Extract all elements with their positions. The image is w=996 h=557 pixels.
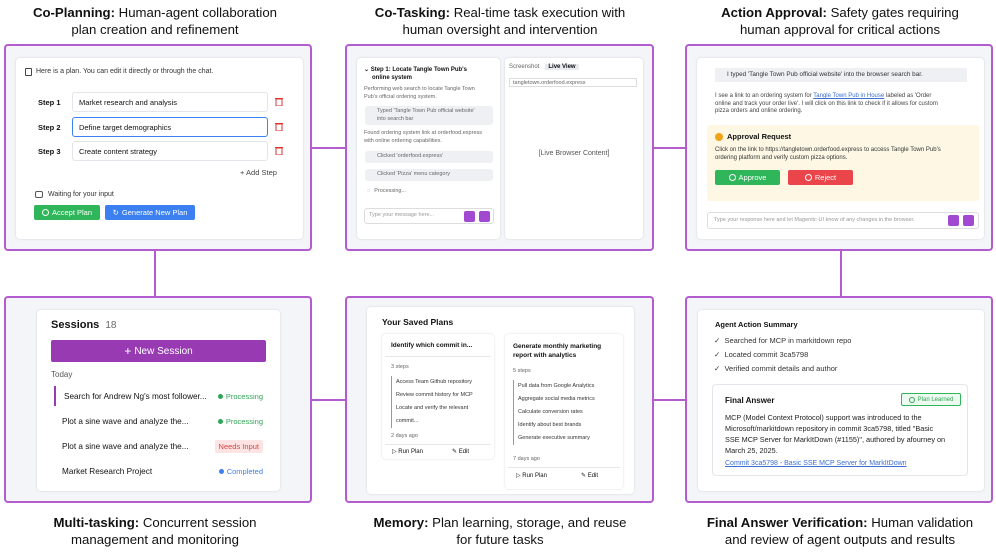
status-badge: Needs Input xyxy=(214,439,263,453)
response-input[interactable]: Type your response here and let Magentic… xyxy=(714,217,915,223)
message-input[interactable]: Type your message here... xyxy=(369,212,435,218)
send-button[interactable] xyxy=(963,215,974,226)
step-input[interactable]: Create content strategy xyxy=(72,141,268,161)
plan-intro-text: Here is a plan. You can edit it directly… xyxy=(36,68,214,75)
typed-action: I typed 'Tangle Town Pub official websit… xyxy=(715,68,967,82)
trash-icon[interactable] xyxy=(275,122,283,131)
approval-card: I typed 'Tangle Town Pub official websit… xyxy=(697,58,984,239)
warning-icon xyxy=(715,132,723,141)
chat-bubble-icon xyxy=(35,191,43,198)
session-row-2[interactable]: Plot a sine wave and analyze the... Proc… xyxy=(54,411,269,431)
sessions-count: 18 xyxy=(105,320,117,331)
panel-memory: Your Saved Plans Identify which commit i… xyxy=(345,296,654,503)
connector-bottom-left xyxy=(311,399,346,401)
check-circle-icon xyxy=(908,396,915,403)
plan-learned-badge: Plan Learned xyxy=(901,393,961,406)
saved-plans-title: Your Saved Plans xyxy=(382,317,454,327)
connector-bottom-right xyxy=(653,399,686,401)
plus-icon: + xyxy=(124,344,132,358)
task-step-title: Step 1: Locate Tangle Town Pub's xyxy=(370,67,467,73)
action-item-3: ✓ Verified commit details and author xyxy=(714,364,838,373)
caption-cotasking: Co-Tasking: Real-time task execution wit… xyxy=(374,5,626,37)
pause-button[interactable] xyxy=(948,215,959,226)
run-plan-button[interactable]: ▷ Run Plan xyxy=(392,449,423,455)
task-chat-card: ⌄ Step 1: Locate Tangle Town Pub's onlin… xyxy=(357,58,500,239)
connector-left-vertical xyxy=(154,250,156,297)
edit-plan-button[interactable]: ✎ Edit xyxy=(581,473,599,479)
connector-top-right xyxy=(653,147,686,149)
accept-plan-button[interactable]: Accept Plan xyxy=(34,205,100,220)
approve-button[interactable]: Approve xyxy=(715,170,780,185)
action-clicked-link: Clicked 'orderfood.express' xyxy=(365,151,493,163)
dot-icon xyxy=(218,468,224,474)
panel-verification: Agent Action Summary ✓ Searched for MCP … xyxy=(685,296,993,503)
step-input[interactable]: Market research and analysis xyxy=(72,92,268,112)
group-label: Today xyxy=(51,370,73,379)
plan-step-2: Step 2 Define target demographics xyxy=(38,117,268,137)
panel-multitasking: Sessions 18 + New Session Today Search f… xyxy=(4,296,312,503)
check-circle-icon xyxy=(41,209,49,216)
send-button[interactable] xyxy=(479,211,490,222)
panel-coplanning: Here is a plan. You can edit it directly… xyxy=(4,44,312,251)
new-session-button[interactable]: + New Session xyxy=(51,340,266,362)
edit-plan-button[interactable]: ✎ Edit xyxy=(452,449,470,455)
plan-step-3: Step 3 Create content strategy xyxy=(38,141,268,161)
step-input[interactable]: Define target demographics xyxy=(72,117,268,137)
trash-icon[interactable] xyxy=(275,97,283,106)
action-clicked-menu: Clicked 'Pizza' menu category xyxy=(365,169,493,181)
caption-verification: Final Answer Verification: Human validat… xyxy=(706,515,974,547)
action-item-1: ✓ Searched for MCP in markitdown repo xyxy=(714,336,852,345)
check-circle-icon xyxy=(728,174,736,181)
status-badge: Processing xyxy=(217,392,263,401)
tab-live-view[interactable]: Live View xyxy=(545,64,579,70)
session-row-3[interactable]: Plot a sine wave and analyze the... Need… xyxy=(54,436,269,456)
saved-plans-card: Your Saved Plans Identify which commit i… xyxy=(367,307,634,494)
session-row-1[interactable]: Search for Andrew Ng's most follower... … xyxy=(54,386,269,406)
action-item-2: ✓ Located commit 3ca5798 xyxy=(714,350,809,359)
step-label: Step 2 xyxy=(38,122,61,132)
plan-card: Here is a plan. You can edit it directly… xyxy=(16,58,303,239)
sessions-title: Sessions xyxy=(51,319,100,331)
browser-url-bar[interactable]: tangletown.orderfood.express xyxy=(509,78,637,87)
saved-plan-card-1[interactable]: Identify which commit in... 3 steps Acce… xyxy=(382,334,494,459)
reject-button[interactable]: Reject xyxy=(788,170,853,185)
status-badge: Completed xyxy=(218,467,263,476)
document-icon xyxy=(25,67,32,76)
caption-memory: Memory: Plan learning, storage, and reus… xyxy=(373,515,627,547)
status-badge: Processing xyxy=(217,417,263,426)
trash-icon[interactable] xyxy=(275,146,283,155)
spinner-icon: ◌ xyxy=(367,188,371,194)
browser-card: Screenshot Live View tangletown.orderfoo… xyxy=(505,58,643,239)
step-label: Step 3 xyxy=(38,146,61,156)
step-label: Step 1 xyxy=(38,97,61,107)
session-row-4[interactable]: Market Research Project Completed xyxy=(54,461,269,481)
panel-approval: I typed 'Tangle Town Pub official websit… xyxy=(685,44,993,251)
connector-right-vertical xyxy=(840,250,842,297)
ordering-link[interactable]: Tangle Town Pub in House xyxy=(813,93,885,99)
tab-screenshot[interactable]: Screenshot xyxy=(509,64,540,70)
dot-icon xyxy=(217,418,223,424)
connector-top-left xyxy=(311,147,346,149)
approval-request-box: Approval Request Click on the link to ht… xyxy=(707,125,979,201)
chevron-down-icon: ⌄ xyxy=(364,67,370,73)
generate-new-plan-button[interactable]: ↻ Generate New Plan xyxy=(105,205,195,220)
commit-link[interactable]: Commit 3ca5798 - Basic SSE MCP Server fo… xyxy=(725,460,907,467)
plan-step-1: Step 1 Market research and analysis xyxy=(38,92,268,112)
panel-cotasking: ⌄ Step 1: Locate Tangle Town Pub's onlin… xyxy=(345,44,654,251)
run-plan-button[interactable]: ▷ Run Plan xyxy=(516,473,547,479)
summary-title: Agent Action Summary xyxy=(715,320,798,329)
add-step-button[interactable]: + Add Step xyxy=(240,168,277,177)
pause-button[interactable] xyxy=(464,211,475,222)
x-circle-icon xyxy=(804,174,812,181)
final-answer-box: Final Answer Plan Learned MCP (Model Con… xyxy=(712,384,968,476)
live-browser-content: [Live Browser Content] xyxy=(538,150,610,157)
refresh-icon: ↻ xyxy=(112,208,119,217)
dot-icon xyxy=(217,393,223,399)
waiting-status: Waiting for your input xyxy=(48,191,114,198)
